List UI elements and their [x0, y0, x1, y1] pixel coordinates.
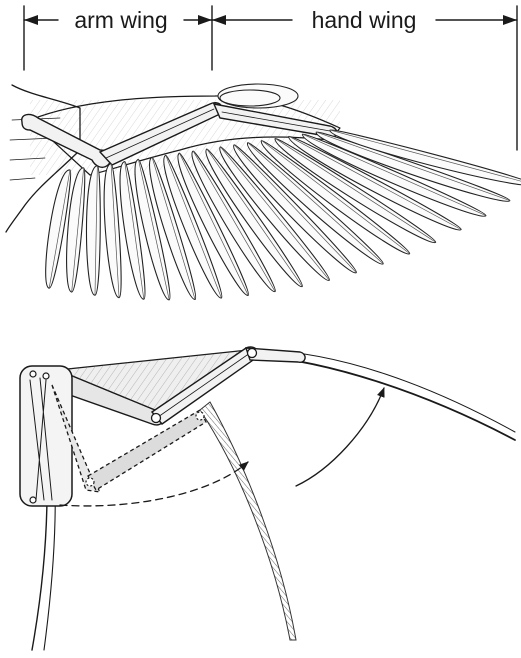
folded-joint-elbow [86, 478, 94, 486]
arm-wing-arrowhead-left [24, 15, 38, 25]
joint-dot-a [30, 371, 36, 377]
unfold-arrow-solid [296, 388, 384, 486]
arm-wing-label: arm wing [74, 7, 167, 33]
joint-dot-c [30, 497, 36, 503]
hand-wing-arrowhead-left [212, 15, 226, 25]
arm-wing-arrowhead-right [198, 15, 212, 25]
flight-feather [104, 164, 121, 298]
folding-wing-illustration [20, 347, 515, 650]
hand-wing-label: hand wing [312, 7, 417, 33]
flight-feather [86, 166, 100, 295]
elbow-joint [152, 414, 161, 423]
wrist-joint [248, 349, 257, 358]
folded-feather-shadow [200, 402, 296, 640]
alula-feather-inner [220, 90, 280, 106]
extended-wing-illustration [6, 84, 521, 300]
joint-dot-b [43, 373, 49, 379]
primary-feather-curve [248, 355, 515, 440]
folded-joint-wrist [196, 412, 204, 420]
hand-wing-arrowhead-right [503, 15, 517, 25]
